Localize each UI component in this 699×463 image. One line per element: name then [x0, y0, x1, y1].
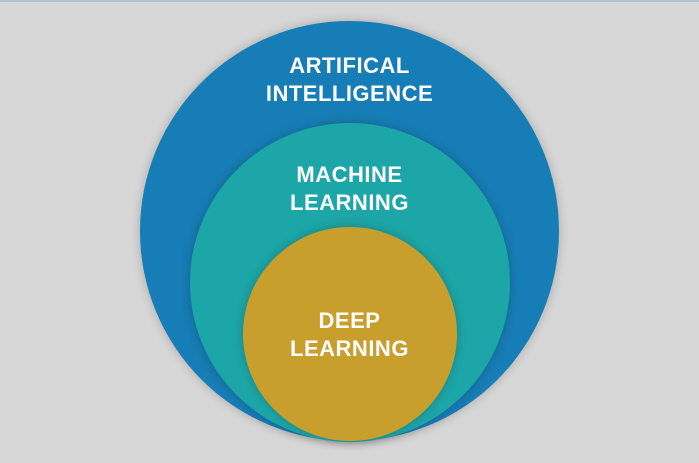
dl-label-line2: LEARNING — [290, 336, 409, 361]
dl-circle — [243, 227, 457, 441]
ml-label-line2: LEARNING — [290, 190, 409, 215]
dl-label: DEEP LEARNING — [0, 307, 699, 363]
ai-label-line2: INTELLIGENCE — [265, 81, 434, 106]
ml-label-line1: MACHINE — [296, 162, 403, 187]
ai-label-line1: ARTIFICAL — [289, 53, 410, 78]
dl-label-line1: DEEP — [318, 308, 381, 333]
top-border — [0, 0, 699, 2]
ai-label: ARTIFICAL INTELLIGENCE — [0, 52, 699, 108]
ml-label: MACHINE LEARNING — [0, 161, 699, 217]
